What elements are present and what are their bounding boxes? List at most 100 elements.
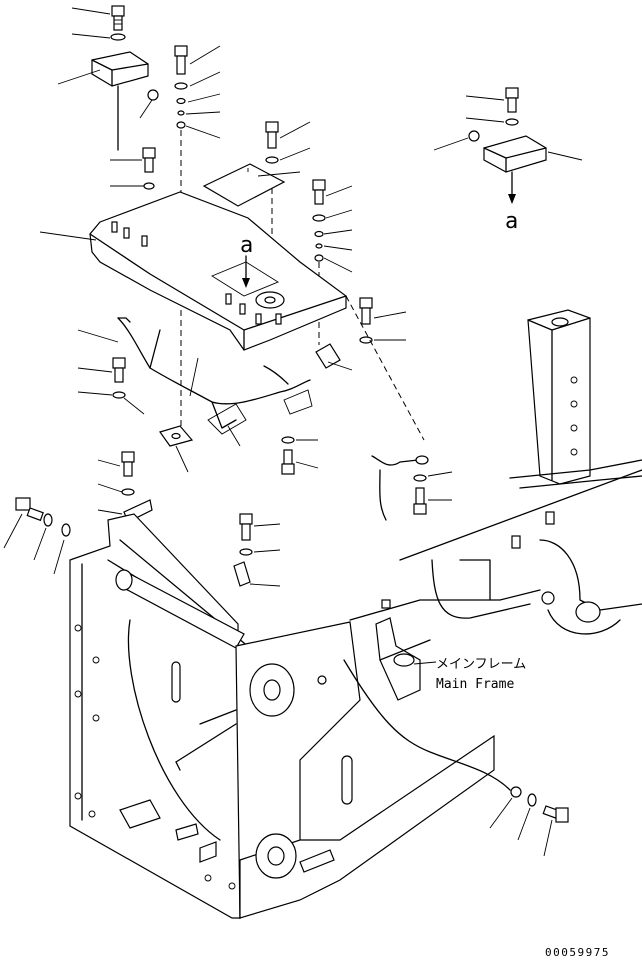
leader-line [33,527,47,561]
right-stack-bolt [312,179,326,205]
side-nut [61,523,71,537]
leader-line [433,137,469,151]
wire-harness [117,317,313,435]
leader-line [427,471,453,477]
top-left-bracket [91,51,149,87]
leader-line [185,111,221,115]
leader-line [139,99,153,119]
leader-line [323,245,353,251]
frame-bolt [542,805,569,823]
panel-right-washer [359,336,373,344]
center-washer-small [176,97,186,105]
detail-nut [468,130,480,142]
leader-line [71,7,111,15]
leader-line [39,231,97,241]
harness-washer [112,391,126,399]
cover-washer [265,156,279,164]
guide-line [345,295,425,441]
view-ref-a-top: a [505,209,518,234]
lower-bolt [239,513,253,541]
mid-right-washer [281,436,295,444]
arrow-head [508,194,516,204]
leader-line [279,121,311,139]
harness-bracket [315,343,341,369]
leader-line [189,71,221,87]
right-stack-nut [314,254,324,262]
leader-line [77,367,113,373]
leader-line [187,93,221,103]
leader-line [413,661,437,665]
center-washer-small [177,110,185,116]
leader-line [123,397,145,415]
leader-line [97,483,123,493]
leader-line [175,445,189,473]
leader-line [185,125,221,139]
leader-line [253,523,281,527]
arrow-head [242,278,250,288]
right-stack-washer [312,214,326,222]
drawing-number: 00059975 [545,946,610,959]
mid-washer [121,488,135,496]
panel-right-bolt [359,297,373,325]
leader-line [465,95,505,101]
leader-line [279,147,311,161]
main-floor-plate [89,191,347,351]
center-nut [176,121,186,129]
ground-washer [413,474,427,482]
leader-line [3,513,23,549]
leader-line [189,357,199,397]
lower-washer [239,548,253,556]
leader-line [57,69,101,85]
leader-line [249,583,281,587]
center-bolt [174,45,188,75]
right-stack-washer-small [315,243,323,249]
view-ref-a-mid: a [240,233,253,258]
leader-line [323,257,353,273]
leader-line [323,229,353,235]
frame-washer [527,793,537,807]
harness-bolt [112,357,126,383]
leader-line [543,819,553,857]
leader-line [327,361,353,371]
frame-nut [510,786,522,798]
leader-line [253,549,281,553]
top-left-bolt [111,5,125,31]
leader-line [257,171,301,177]
leader-line [97,459,121,467]
right-stack-washer-small [314,230,324,238]
leader-line [53,539,65,575]
cover-bolt [265,121,279,149]
leader-line [325,209,353,219]
leader-line [77,391,113,396]
leader-line [295,461,319,469]
leader-line [71,33,111,39]
ground-wire [371,455,429,521]
side-bolt [15,497,44,522]
ground-bolt [413,487,427,515]
mid-bolt [121,451,135,477]
panel-left-bolt [142,147,156,173]
leader-line [465,117,505,123]
cable-clip [159,425,194,447]
detail-bracket [483,135,547,173]
detail-bolt [505,87,519,113]
leader-line [189,45,221,65]
leader-line [547,151,583,161]
lower-clip [233,561,251,587]
leader-line [489,797,513,829]
top-left-washer [110,33,126,41]
center-washer [174,82,188,90]
mid-right-bolt [281,449,295,475]
leader-line [97,509,123,515]
top-left-nut [147,89,159,101]
main-frame [349,309,642,701]
leader-line [227,425,241,447]
leader-line [325,185,353,197]
main-frame-label-jp: メインフレーム [436,657,526,672]
leader-line [517,807,531,841]
detail-washer [505,118,519,126]
leader-line [77,329,119,343]
panel-left-washer [143,182,155,190]
cab-frame [69,513,511,920]
